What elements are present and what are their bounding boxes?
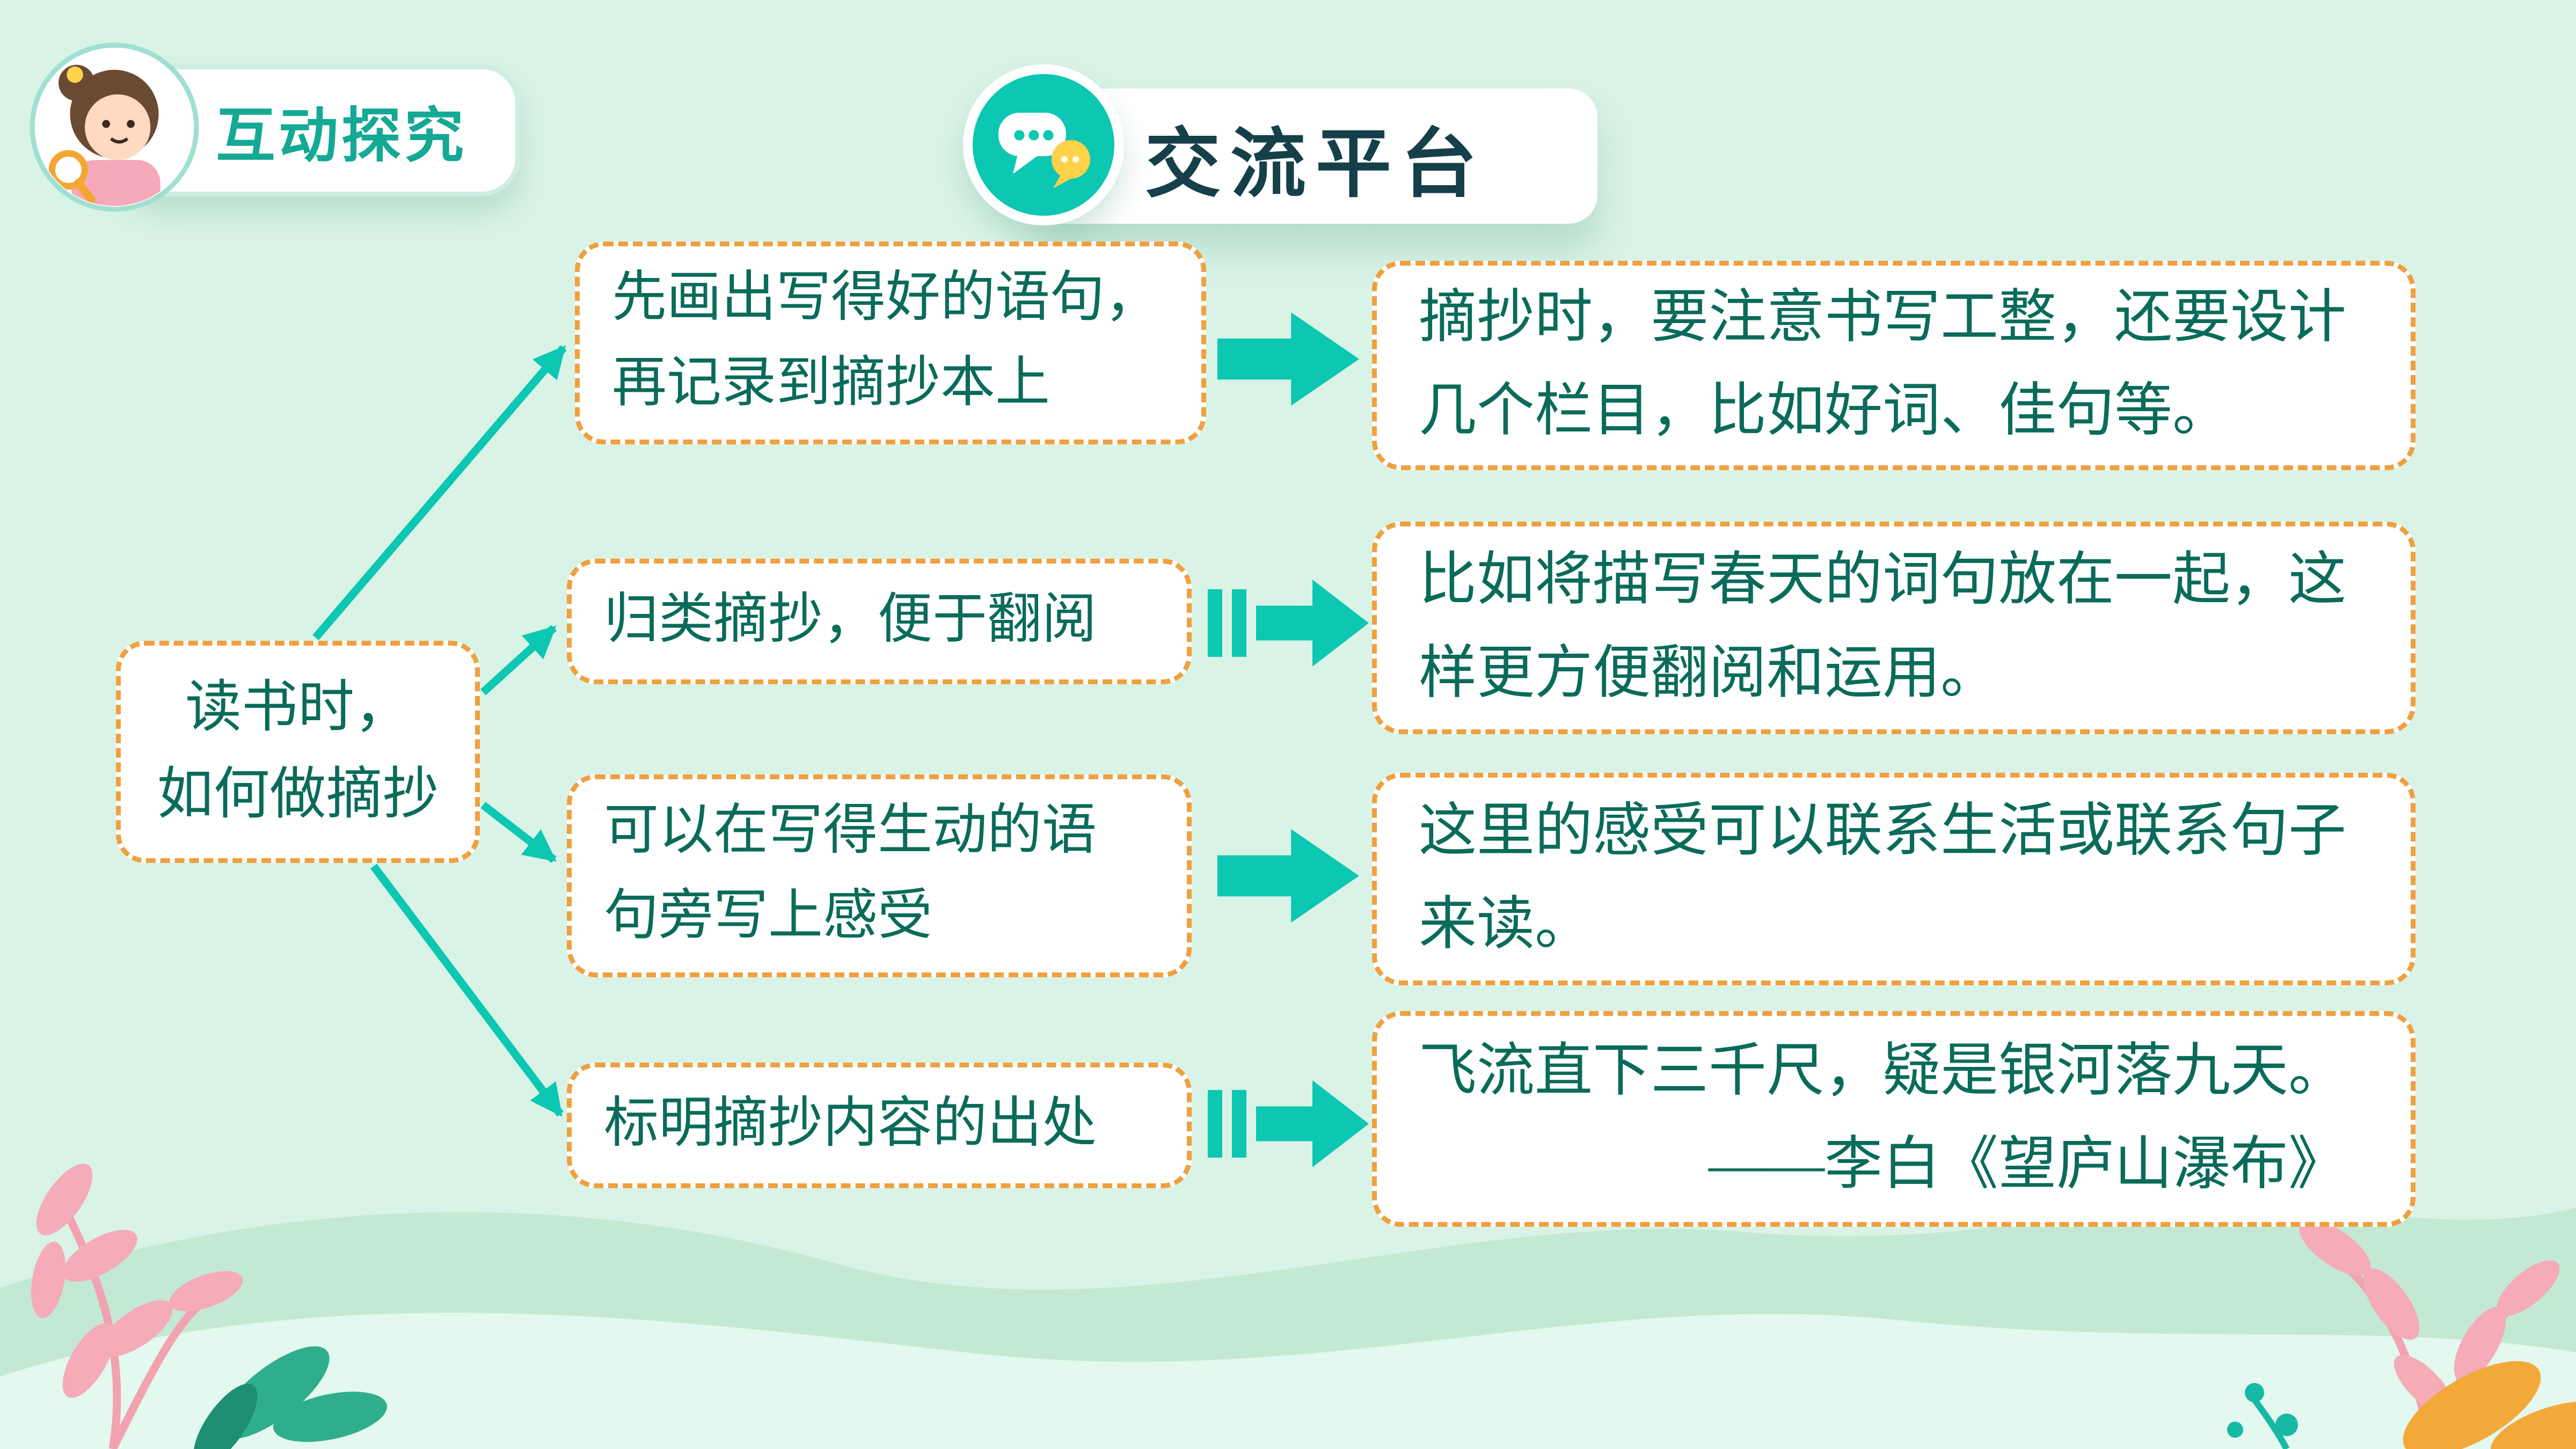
arrow-stripe — [1208, 589, 1222, 657]
detail-text: 飞流直下三千尺，疑是银河落九天。 — [1419, 1039, 2347, 1104]
root-topic-line: 读书时， — [185, 676, 411, 739]
root-topic-line: 如何做摘抄 — [157, 763, 439, 826]
root-topic-box: 读书时， 如何做摘抄 — [116, 641, 480, 863]
block-arrow-icon — [1217, 312, 1359, 406]
block-arrow-icon — [1217, 829, 1359, 923]
block-arrow-icon — [1256, 1080, 1369, 1167]
detail-text-attribution: ——李白《望庐山瀑布》 — [1708, 1132, 2346, 1196]
detail-text: 摘抄时，要注意书写工整，还要设计 — [1419, 286, 2347, 350]
flow-arrow-4 — [1208, 1080, 1369, 1167]
detail-box-3: 这里的感受可以联系生活或联系句子 来读。 — [1372, 773, 2416, 985]
flow-arrow-2 — [1208, 580, 1369, 667]
branch-box-4: 标明摘抄内容的出处 — [567, 1063, 1192, 1188]
girl-avatar-icon — [29, 42, 200, 213]
detail-text: 比如将描写春天的词句放在一起，这 — [1419, 548, 2347, 613]
detail-text: 样更方便翻阅和运用。 — [1419, 641, 1999, 705]
detail-text: 几个栏目，比如好词、佳句等。 — [1419, 378, 2231, 443]
arrow-stripe — [1232, 589, 1246, 657]
flow-arrow-3 — [1217, 829, 1359, 923]
detail-text: 来读。 — [1419, 892, 1593, 956]
pink-plant-left-icon — [31, 1163, 388, 1449]
branch-box-2: 归类摘抄，便于翻阅 — [567, 559, 1192, 684]
flow-arrow-1 — [1217, 312, 1359, 406]
block-arrow-icon — [1256, 580, 1369, 667]
branch-box-1: 先画出写得好的语句， 再记录到摘抄本上 — [575, 241, 1206, 444]
arrow-stripe — [1208, 1090, 1222, 1158]
branch-text: 标明摘抄内容的出处 — [604, 1094, 1097, 1154]
branch-text: 句旁写上感受 — [604, 887, 932, 947]
branch-text: 再记录到摘抄本上 — [612, 354, 1050, 414]
page-title: 交流平台 — [1145, 120, 1486, 206]
detail-box-2: 比如将描写春天的词句放在一起，这 样更方便翻阅和运用。 — [1372, 522, 2416, 734]
branch-text: 可以在写得生动的语 — [604, 802, 1097, 862]
detail-box-4: 飞流直下三千尺，疑是银河落九天。 ——李白《望庐山瀑布》 — [1372, 1011, 2416, 1227]
detail-box-1: 摘抄时，要注意书写工整，还要设计 几个栏目，比如好词、佳句等。 — [1372, 261, 2416, 470]
branch-box-3: 可以在写得生动的语 句旁写上感受 — [567, 774, 1192, 977]
background-waves — [0, 1199, 2576, 1449]
arrow-stripe — [1232, 1090, 1246, 1158]
branch-text: 归类摘抄，便于翻阅 — [604, 590, 1097, 650]
branch-text: 先画出写得好的语句， — [612, 269, 1159, 329]
chat-bubbles-icon — [963, 64, 1124, 225]
detail-text: 这里的感受可以联系生活或联系句子 — [1419, 799, 2347, 864]
title-banner: 交流平台 — [1034, 89, 1597, 224]
pink-orange-plant-right-icon — [2227, 1219, 2576, 1449]
topic-badge-label: 互动探究 — [216, 103, 467, 169]
